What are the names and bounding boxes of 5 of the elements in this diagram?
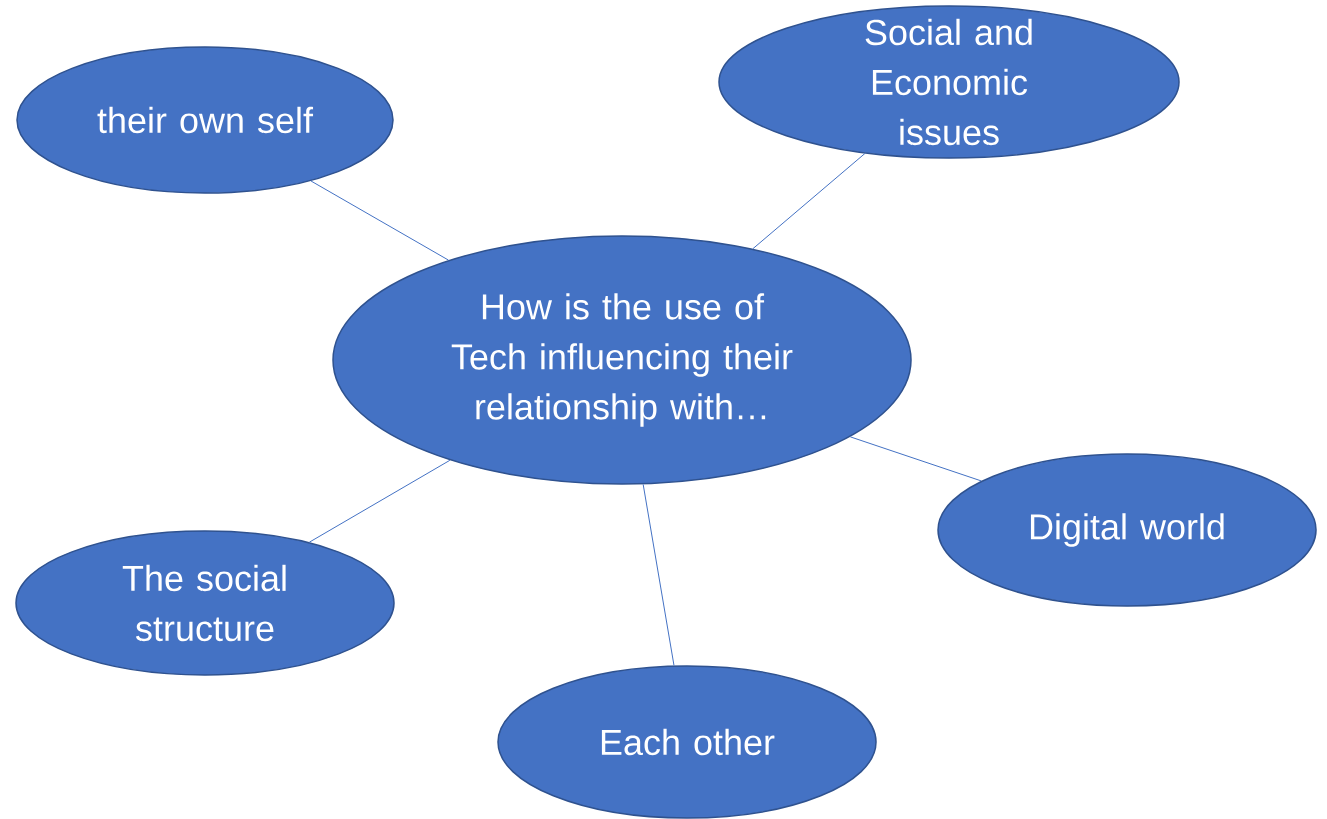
connector-line [310,180,449,261]
connector-line [752,152,866,250]
connector-line [849,436,982,482]
connector-line [308,459,451,543]
connector-line [642,483,675,666]
